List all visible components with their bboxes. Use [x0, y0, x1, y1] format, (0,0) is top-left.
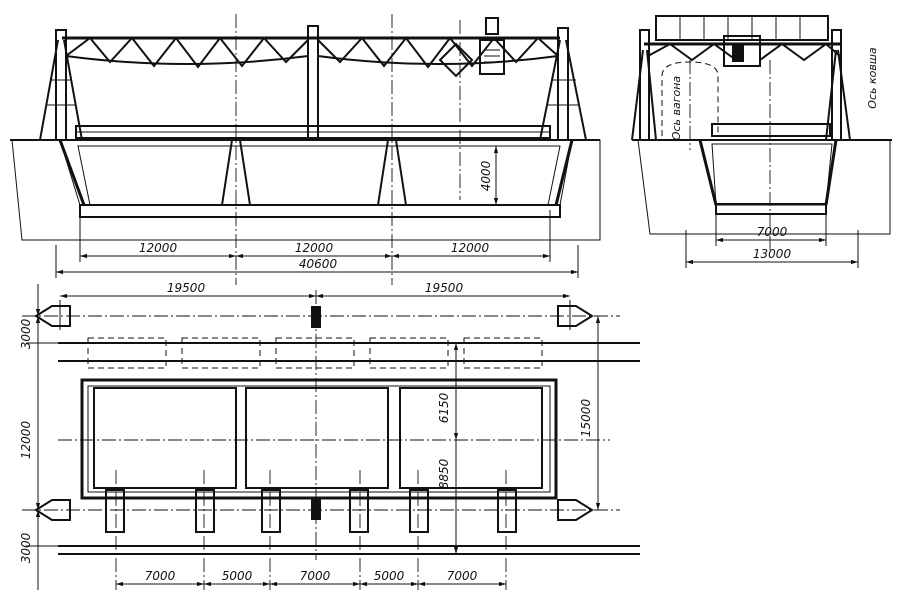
dim-overall-width: 13000 — [753, 247, 792, 261]
plan-view: 19500 19500 3000 12000 3000 15000 6150 8… — [19, 281, 640, 590]
tank-floor — [79, 204, 561, 218]
dim-plan-bottom-4: 5000 — [374, 569, 405, 583]
dim-plan-left-mid: 12000 — [19, 421, 33, 460]
dim-tank-width: 7000 — [757, 225, 788, 239]
dim-span-3: 12000 — [451, 241, 490, 255]
dim-plan-upper-offset: 6150 — [437, 392, 451, 423]
water-area — [77, 145, 561, 206]
ground-hatch — [11, 139, 601, 241]
label-wagon-axis: Ось вагона — [670, 76, 683, 141]
plan-cell-2 — [245, 387, 389, 489]
column-left — [55, 29, 67, 141]
dim-plan-left-bottom: 3000 — [19, 532, 33, 563]
dim-plan-bottom-2: 5000 — [222, 569, 253, 583]
dim-plan-bottom-1: 7000 — [145, 569, 176, 583]
dim-plan-left-top: 3000 — [19, 318, 33, 349]
dim-plan-half-left: 19500 — [167, 281, 206, 295]
dim-plan-right-total: 15000 — [579, 399, 593, 438]
crane-cab — [479, 39, 505, 75]
dim-plan-half-right: 19500 — [425, 281, 464, 295]
dim-plan-lower-offset: 8850 — [437, 458, 451, 489]
dim-span-1: 12000 — [139, 241, 178, 255]
column-right — [557, 27, 569, 141]
plan-tank-outline — [80, 378, 558, 500]
plan-cell-1 — [93, 387, 237, 489]
dim-overall-length: 40600 — [299, 257, 338, 271]
side-ground-hatch — [637, 139, 891, 235]
dim-plan-bottom-5: 7000 — [447, 569, 478, 583]
plan-cell-3 — [399, 387, 543, 489]
dim-depth: 4000 — [479, 160, 493, 191]
dim-span-2: 12000 — [295, 241, 334, 255]
label-bucket-axis: Ось ковша — [866, 47, 879, 109]
side-section: 7000 13000 Ось вагона Ось ковша — [631, 15, 892, 268]
column-mid — [307, 25, 319, 141]
front-elevation: 12000 12000 12000 40600 4000 — [10, 14, 601, 285]
dim-plan-bottom-3: 7000 — [300, 569, 331, 583]
